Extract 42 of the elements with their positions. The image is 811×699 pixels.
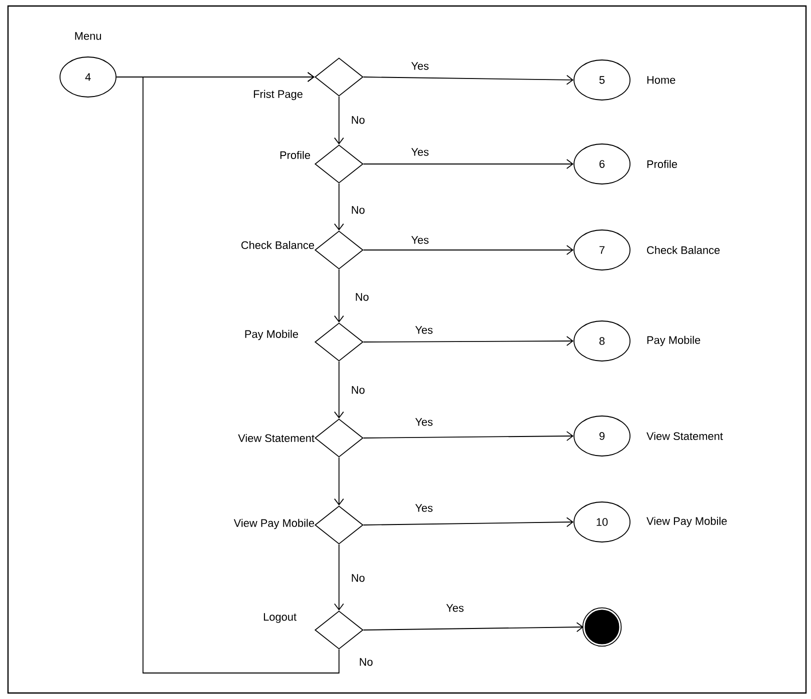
edge-label: Yes bbox=[414, 503, 434, 513]
node-label: Frist Page bbox=[254, 90, 302, 100]
arrow bbox=[334, 361, 344, 419]
edge-label: No bbox=[350, 205, 366, 215]
arrow bbox=[334, 544, 344, 611]
arrow bbox=[142, 72, 340, 674]
node-label: Check Balance bbox=[241, 240, 314, 250]
edge-label: No bbox=[350, 115, 366, 125]
edge-label: Yes bbox=[410, 147, 430, 157]
edge-label: No bbox=[350, 385, 366, 395]
edge-label: No bbox=[354, 292, 370, 302]
edge-label: Yes bbox=[445, 603, 465, 613]
node-label: View Pay Mobile bbox=[646, 516, 727, 528]
arrow bbox=[334, 457, 344, 506]
node-label: Home bbox=[647, 76, 676, 84]
node-label: View Statement bbox=[646, 432, 723, 440]
arrow bbox=[363, 245, 574, 255]
node-label: View Pay Mobile bbox=[234, 518, 314, 530]
arrow bbox=[334, 96, 344, 145]
node-label: Check Balance bbox=[647, 246, 720, 254]
arrow bbox=[363, 74, 574, 85]
node-label: Pay Mobile bbox=[245, 330, 298, 340]
arrow bbox=[363, 336, 574, 346]
arrow bbox=[363, 159, 574, 169]
edge-label: No bbox=[358, 657, 374, 667]
arrow bbox=[363, 517, 574, 528]
arrow bbox=[363, 622, 584, 632]
edge-label: Yes bbox=[414, 417, 434, 427]
arrow bbox=[363, 431, 574, 441]
edge-label: Yes bbox=[410, 235, 430, 245]
edge-label: Yes bbox=[414, 325, 434, 335]
edge-label: No bbox=[350, 573, 366, 583]
node-label: Profile bbox=[280, 150, 310, 160]
end-node-circle bbox=[582, 607, 622, 647]
node-label: Pay Mobile bbox=[647, 336, 700, 346]
edge-label: Yes bbox=[410, 61, 430, 71]
node-label: View Statement bbox=[238, 434, 314, 442]
node-label: Logout bbox=[264, 613, 296, 623]
node-label: Profile bbox=[647, 160, 678, 168]
node-label: Menu bbox=[75, 32, 101, 40]
arrow bbox=[334, 183, 344, 231]
arrow bbox=[334, 269, 344, 323]
